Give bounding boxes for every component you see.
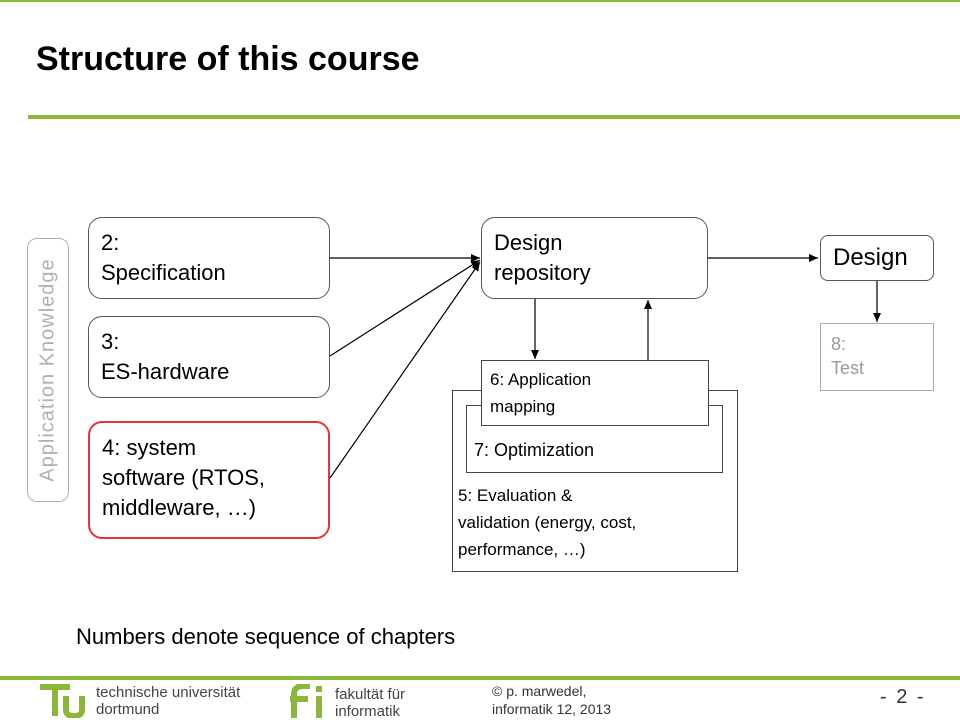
copyright-line-1: © p. marwedel, <box>492 683 587 699</box>
copyright: © p. marwedel, informatik 12, 2013 <box>492 682 611 718</box>
chapter-note: Numbers denote sequence of chapters <box>76 624 456 649</box>
design-repository-box: Design repository <box>481 217 708 299</box>
copyright-line-2: informatik 12, 2013 <box>492 701 612 717</box>
es-hardware-label: ES-hardware <box>101 359 230 384</box>
evaluation-text: 5: Evaluation & validation (energy, cost… <box>458 482 636 563</box>
application-mapping-box <box>481 360 709 426</box>
design-repository-line-2: repository <box>494 260 591 285</box>
system-software-box: 4: system software (RTOS, middleware, …) <box>88 421 330 539</box>
tu-name-line-1: technische universität <box>96 684 241 701</box>
page-number: - 2 - <box>880 686 926 708</box>
system-software-line-3: middleware, …) <box>102 495 257 520</box>
fi-logo <box>290 684 322 718</box>
specification-label: Specification <box>101 260 226 285</box>
test-box: 8: Test <box>820 323 934 391</box>
system-software-line-1: 4: system <box>102 435 197 460</box>
design-box: Design <box>820 235 934 281</box>
arrow-hw-to-repo <box>329 259 481 357</box>
fi-name-line-2: informatik <box>335 703 401 720</box>
optimization-label: 7: Optimization <box>474 440 595 460</box>
application-mapping-line-1: 6: Application <box>490 370 592 389</box>
design-repository-line-1: Design <box>494 230 563 255</box>
title-underline <box>28 115 960 119</box>
tu-name-line-2: dortmund <box>96 701 160 718</box>
evaluation-line-3: performance, …) <box>458 540 586 559</box>
application-knowledge-frame <box>27 238 69 502</box>
evaluation-line-2: validation (energy, cost, <box>458 513 637 532</box>
specification-box: 2: Specification <box>88 217 330 299</box>
specification-number: 2: <box>101 230 120 255</box>
tu-logo <box>40 684 85 718</box>
fi-name-line-1: fakultät für <box>335 686 406 703</box>
footer-accent-line <box>0 676 960 680</box>
fi-name: fakultät für informatik <box>335 686 405 720</box>
evaluation-line-1: 5: Evaluation & <box>458 486 573 505</box>
application-mapping-line-2: mapping <box>490 397 556 416</box>
arrow-sw-to-repo <box>329 261 481 479</box>
test-label: Test <box>831 358 865 378</box>
design-label: Design <box>833 244 908 271</box>
system-software-line-2: software (RTOS, <box>102 465 266 490</box>
application-mapping-text: 6: Application mapping <box>490 366 591 420</box>
es-hardware-box: 3: ES-hardware <box>88 316 330 398</box>
tu-name: technische universität dortmund <box>96 684 240 718</box>
top-accent-line <box>0 0 960 2</box>
es-hardware-number: 3: <box>101 329 120 354</box>
test-number: 8: <box>831 334 847 354</box>
page-title: Structure of this course <box>36 40 420 78</box>
